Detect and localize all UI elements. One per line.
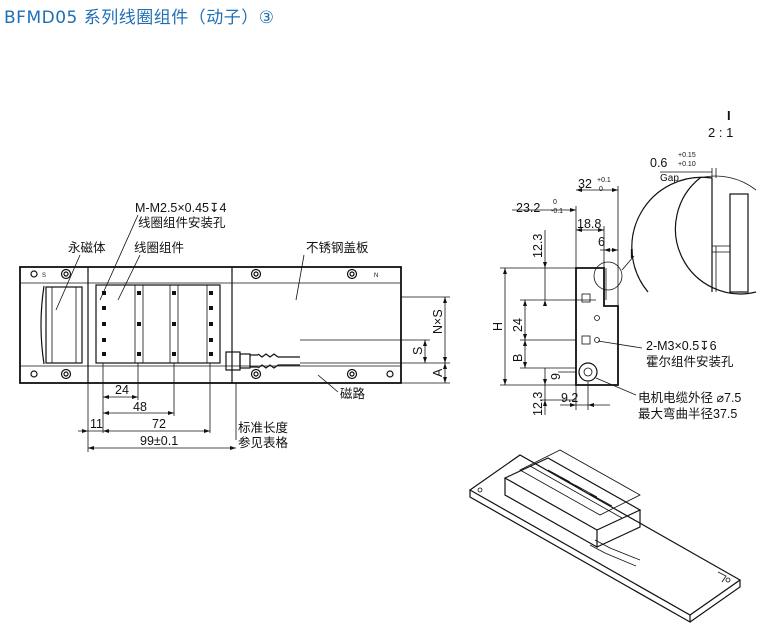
std-length-label-2: 参见表格 (238, 435, 289, 450)
front-view: S N (19, 201, 450, 452)
dim-232-tol-up: 0 (553, 199, 557, 206)
coil-mount-holes (102, 291, 213, 356)
dim-72-label: 72 (152, 417, 166, 431)
dim-99-label: 99±0.1 (140, 434, 178, 448)
detail-circle-marker (593, 261, 623, 291)
cable-section (578, 362, 598, 382)
dim-32-label: 32 (578, 177, 592, 191)
gap-tol-up: +0.15 (678, 152, 696, 159)
dim-123-bot-label: 12.3 (531, 392, 545, 416)
dim-123-top-label: 12.3 (531, 234, 545, 258)
coil-label: 线圈组件 (134, 241, 184, 255)
side-view: I 23.2 0 -0.1 32 +0.1 0 18.8 6 (491, 177, 741, 421)
coil-assembly (95, 284, 221, 364)
std-length-label-1: 标准长度 (238, 420, 289, 435)
motor-cable (225, 351, 300, 371)
base-rail (19, 266, 402, 384)
dim-92-label: 9.2 (561, 391, 578, 405)
dim-6-label: 6 (598, 235, 605, 249)
gap-tol-low: +0.10 (678, 161, 696, 168)
thread-desc-label: 线圈组件安装孔 (138, 215, 226, 230)
dim-232-tol-low: -0.1 (551, 208, 563, 215)
dim-11-label: 11 (90, 417, 103, 431)
dim-24-label: 24 (115, 383, 129, 397)
page-title: BFMD05 系列线圈组件（动子）③ (4, 8, 275, 28)
dim-a-label: A (431, 368, 445, 377)
rail-mount-holes (30, 268, 394, 380)
pole-s-marker: S (42, 273, 46, 279)
detail-view: I 2 : 1 0.6 +0.15 +0.10 Gap (631, 108, 757, 295)
dim-b-label: B (511, 354, 525, 362)
detail-mark-top: I (727, 108, 731, 123)
pole-n-marker: N (374, 273, 378, 279)
thread-spec-label: M-M2.5×0.45↧4 (135, 201, 226, 215)
cable-od-label: 电机电缆外径 ⌀7.5 (638, 391, 741, 405)
magnet-block (45, 286, 83, 364)
dim-nxs-label: N×S (431, 309, 445, 334)
detail-scale: 2 : 1 (708, 125, 733, 140)
magnetic-path-label: 磁路 (340, 386, 366, 401)
dim-32-tol-up: +0.1 (597, 177, 611, 184)
dim-s-label: S (411, 347, 425, 355)
dim-48-label: 48 (133, 400, 147, 414)
hall-desc-label: 霍尔组件安装孔 (646, 354, 734, 369)
dim-188-label: 18.8 (577, 217, 601, 231)
isometric-view (468, 449, 742, 624)
dim-32-tol-low: 0 (599, 186, 603, 193)
gap-value: 0.6 (650, 156, 667, 170)
side-profile (575, 267, 619, 386)
gap-label: Gap (660, 173, 679, 184)
dim-h-label: H (491, 322, 505, 331)
cover-label: 不锈钢盖板 (306, 240, 369, 255)
dim-24-side-label: 24 (511, 318, 525, 332)
magnet-label: 永磁体 (68, 240, 106, 255)
bend-radius-label: 最大弯曲半径37.5 (638, 406, 737, 421)
dim-232-label: 23.2 (516, 201, 540, 215)
hall-spec-label: 2-M3×0.5↧6 (646, 339, 717, 353)
dim-9-label: 9 (549, 373, 563, 380)
